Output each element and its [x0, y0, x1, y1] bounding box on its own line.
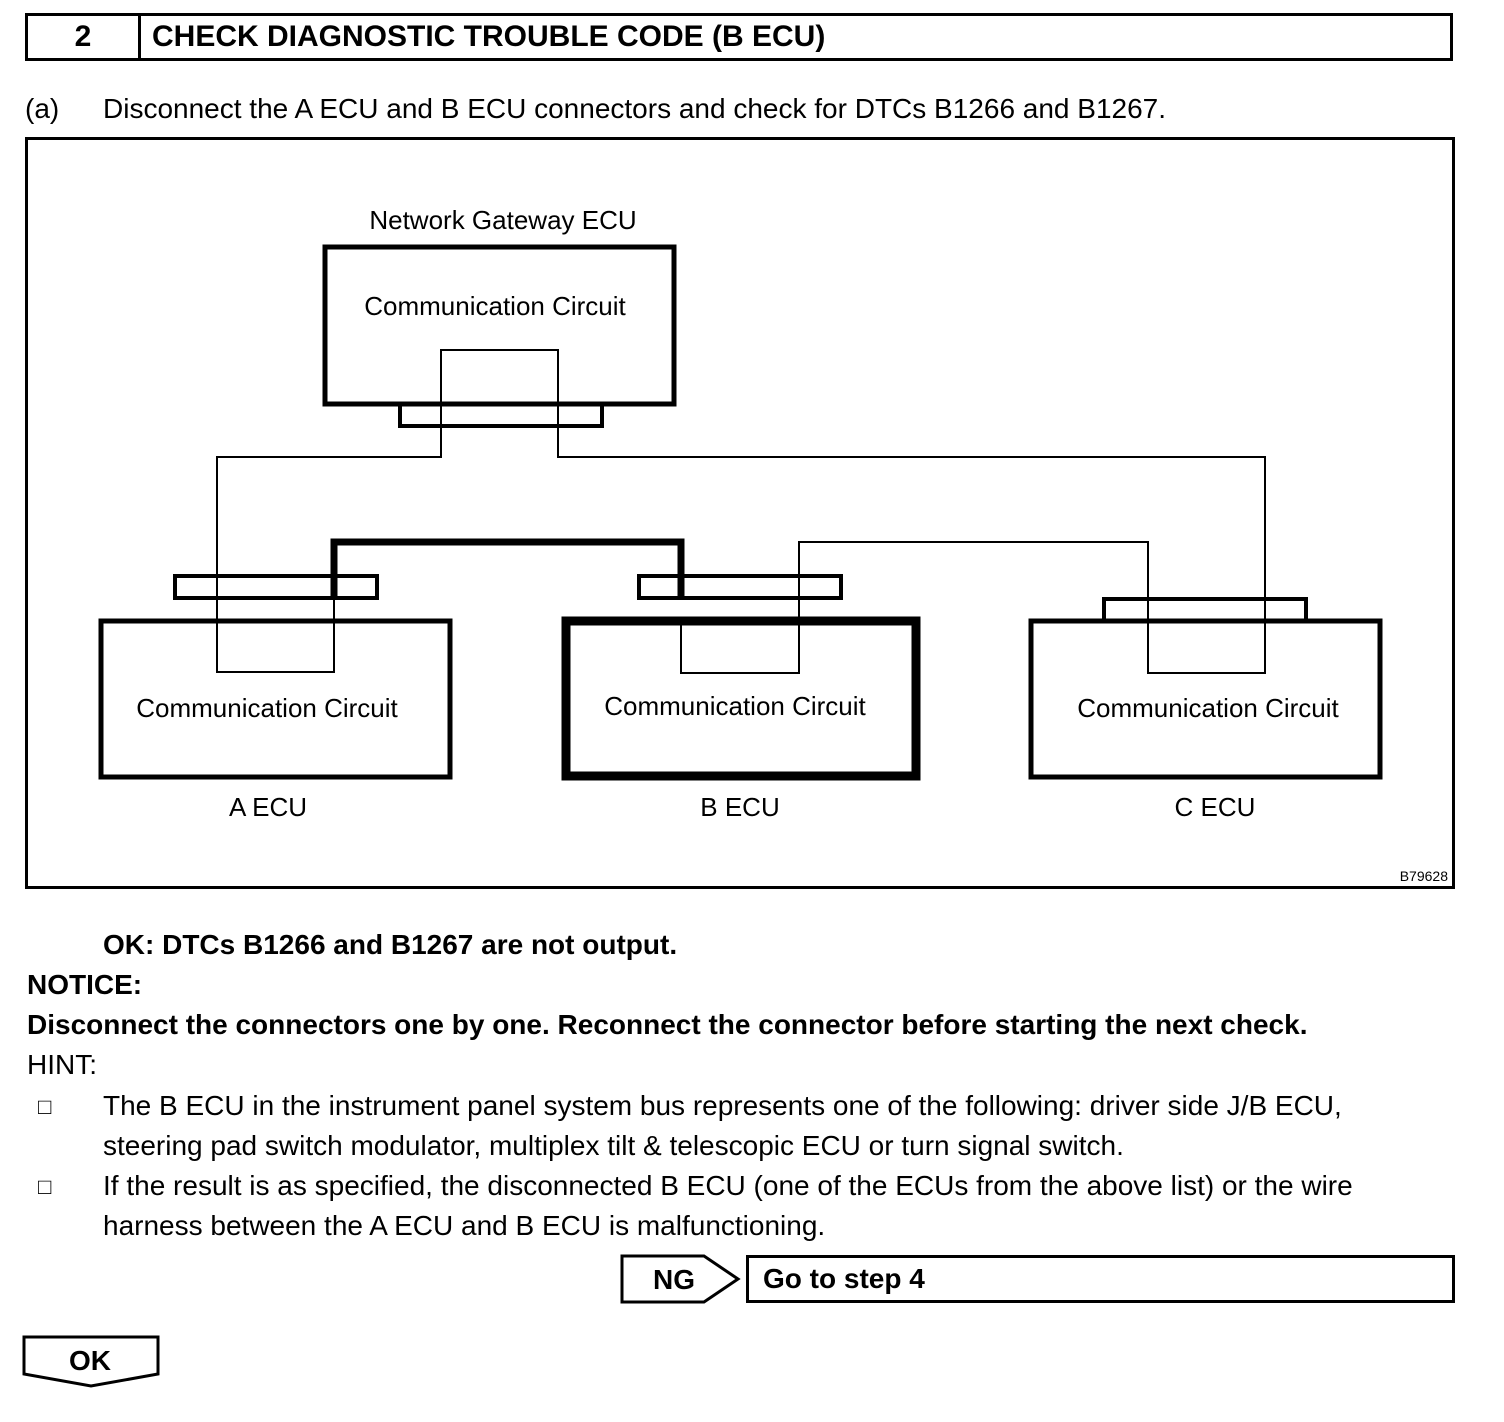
hint-item-line: steering pad switch modulator, multiplex…	[103, 1130, 1124, 1161]
c-ecu-label: C ECU	[1175, 792, 1256, 822]
c-ecu-box	[1028, 618, 1383, 780]
wire-gateway-to-a-ecu	[216, 426, 442, 598]
hint-bullet-icon: □	[38, 1174, 52, 1199]
ok-label: OK	[69, 1345, 111, 1376]
hint-item-line: If the result is as specified, the disco…	[103, 1170, 1353, 1201]
gateway-inner-circuit	[440, 349, 559, 457]
a-ecu-connector	[173, 574, 379, 600]
hint-item-line: harness between the A ECU and B ECU is m…	[103, 1210, 826, 1241]
instruction-text: Disconnect the A ECU and B ECU connector…	[103, 93, 1167, 124]
goto-step-text: Go to step 4	[763, 1263, 925, 1294]
figure-id: B79628	[1400, 868, 1448, 884]
step-header: 2 CHECK DIAGNOSTIC TROUBLE CODE (B ECU)	[25, 13, 1453, 61]
ng-arrow-icon: NG	[620, 1254, 741, 1304]
gateway-connector	[398, 402, 604, 428]
b-ecu-box	[561, 616, 921, 781]
hint-bullet-icon: □	[38, 1094, 52, 1119]
ok-arrow-icon: OK	[22, 1335, 160, 1388]
b-ecu-inner-circuit	[680, 598, 800, 674]
ok-flow-box: OK	[22, 1334, 162, 1395]
a-ecu-circuit-label: Communication Circuit	[136, 693, 398, 723]
wire-b-ecu-to-c-ecu	[798, 541, 1149, 673]
a-ecu-box	[98, 618, 453, 780]
a-ecu-inner-circuit	[216, 598, 335, 673]
step-title: CHECK DIAGNOSTIC TROUBLE CODE (B ECU)	[152, 20, 826, 53]
wire-gateway-to-c-ecu	[557, 426, 1266, 673]
b-ecu-label: B ECU	[700, 792, 779, 822]
step-number: 2	[28, 16, 141, 58]
c-ecu-inner-circuit	[1147, 621, 1266, 674]
a-ecu-label: A ECU	[229, 792, 307, 822]
diagram-frame: Network Gateway ECU Communication Circui…	[25, 137, 1455, 889]
wire-a-ecu-to-b-ecu	[330, 538, 685, 598]
hint-item: If the result is as specified, the disco…	[103, 1166, 1463, 1246]
notice-text: Disconnect the connectors one by one. Re…	[27, 1009, 1308, 1040]
gateway-ecu-box	[322, 244, 677, 407]
gateway-label: Network Gateway ECU	[369, 205, 636, 235]
c-ecu-connector	[1102, 597, 1308, 623]
hint-item-line: The B ECU in the instrument panel system…	[103, 1090, 1342, 1121]
notice-label: NOTICE:	[27, 969, 143, 1000]
hint-item: The B ECU in the instrument panel system…	[103, 1086, 1463, 1166]
gateway-circuit-label: Communication Circuit	[364, 291, 626, 321]
c-ecu-circuit-label: Communication Circuit	[1077, 693, 1339, 723]
b-ecu-connector	[637, 574, 843, 600]
goto-step-box: Go to step 4	[746, 1255, 1455, 1303]
ecu-network-diagram: Network Gateway ECU Communication Circui…	[98, 205, 1448, 884]
ok-result-text: OK: DTCs B1266 and B1267 are not output.	[103, 929, 678, 960]
ng-flow-box: NG	[620, 1253, 744, 1310]
instruction-letter: (a)	[25, 93, 60, 124]
b-ecu-circuit-label: Communication Circuit	[604, 691, 866, 721]
hint-label: HINT:	[27, 1049, 97, 1080]
ng-label: NG	[653, 1264, 695, 1295]
